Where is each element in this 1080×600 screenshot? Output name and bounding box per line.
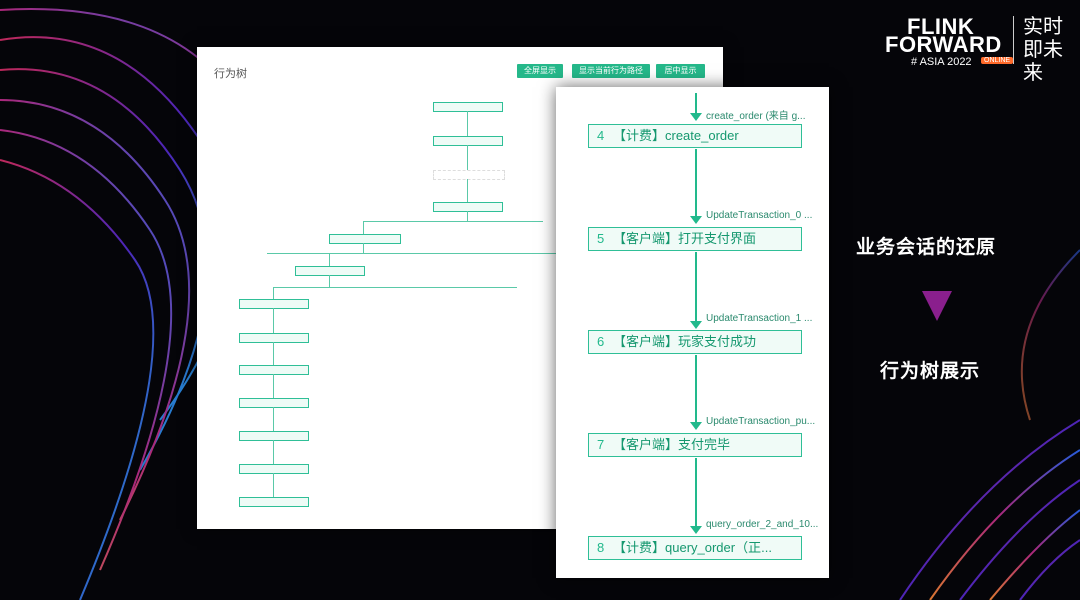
tree-node[interactable] [295, 266, 365, 276]
arrow-head-icon [690, 422, 702, 430]
tree-node[interactable] [239, 398, 309, 408]
path-node[interactable]: 8 【计费】query_order（正... [588, 536, 802, 560]
path-edge [695, 149, 697, 218]
edge-label: create_order (来自 g... [706, 111, 806, 122]
tree-edge [467, 179, 468, 204]
node-number: 5 [597, 231, 605, 246]
arrow-head-icon [690, 321, 702, 329]
logo-slogan: 实时即未来 [1023, 16, 1063, 84]
tree-node[interactable] [461, 365, 515, 373]
tree-edge [329, 275, 330, 287]
logo-divider [1013, 16, 1014, 64]
tree-edge [267, 253, 567, 254]
tree-edge [273, 440, 274, 464]
tree-node[interactable] [329, 234, 401, 244]
path-edge [695, 93, 697, 115]
tree-edge [363, 243, 364, 253]
node-label: 【客户端】支付完毕 [613, 437, 731, 452]
node-number: 4 [597, 128, 605, 143]
caption-tree-display: 行为树展示 [880, 361, 981, 382]
tree-edge [329, 253, 330, 266]
tree-node[interactable] [461, 431, 515, 439]
fullscreen-button[interactable]: 全屏显示 [517, 64, 563, 78]
edge-label: UpdateTransaction_pu... [706, 416, 816, 427]
path-node[interactable]: 4 【计费】create_order [588, 124, 802, 148]
tree-edge [363, 221, 364, 234]
edge-label: query_order_2_and_10... [706, 519, 819, 530]
down-triangle-icon [922, 291, 952, 321]
node-number: 7 [597, 437, 605, 452]
flink-forward-logo: FLINK FORWARD # ASIA 2022 ONLINE 实时即未来 [885, 10, 1070, 84]
tree-edge [273, 407, 274, 431]
tree-node[interactable] [433, 136, 503, 146]
tree-node[interactable] [239, 365, 309, 375]
tree-edge [467, 111, 468, 136]
logo-badge: ONLINE [981, 57, 1014, 64]
tree-node[interactable] [369, 266, 427, 274]
tree-node[interactable] [349, 299, 407, 307]
path-node[interactable]: 7 【客户端】支付完毕 [588, 433, 802, 457]
tree-node[interactable] [461, 266, 521, 274]
panel-title: 行为树 [214, 68, 247, 80]
path-node[interactable]: 5 【客户端】打开支付界面 [588, 227, 802, 251]
tree-node[interactable] [349, 333, 407, 341]
tree-node[interactable] [313, 365, 375, 373]
node-label: 【客户端】玩家支付成功 [613, 334, 757, 349]
node-label: 【计费】create_order [613, 128, 739, 143]
logo-line3: # ASIA 2022 [911, 56, 972, 68]
tree-node[interactable] [461, 398, 515, 406]
caption-session-restore: 业务会话的还原 [856, 237, 997, 258]
tree-edge [273, 342, 274, 365]
logo-line2: FORWARD [885, 32, 1002, 57]
node-label: 【客户端】打开支付界面 [613, 231, 757, 246]
path-edge [695, 355, 697, 424]
tree-node[interactable] [461, 299, 515, 307]
edge-label: UpdateTransaction_0 ... [706, 210, 813, 221]
node-number: 8 [597, 540, 605, 555]
tree-edge [273, 308, 274, 333]
behavior-tree-graph [197, 47, 723, 529]
tree-node[interactable] [239, 464, 309, 474]
tree-edge [273, 374, 274, 398]
tree-node[interactable] [387, 365, 449, 373]
edge-label: UpdateTransaction_1 ... [706, 313, 813, 324]
tree-node[interactable] [239, 333, 309, 343]
zoomed-path-panel: create_order (来自 g... 4【计费】create_order … [556, 87, 829, 578]
logo-line1: FLINK [907, 14, 975, 39]
tree-edge [273, 287, 274, 299]
show-current-path-button[interactable]: 显示当前行为路径 [572, 64, 650, 78]
tree-edge [467, 211, 468, 221]
arrow-head-icon [690, 216, 702, 224]
node-label: 【计费】query_order（正... [613, 540, 772, 555]
path-edge [695, 252, 697, 323]
tree-node[interactable] [239, 497, 309, 507]
tree-node[interactable] [433, 170, 505, 180]
tree-node[interactable] [433, 102, 503, 112]
tree-edge [363, 221, 543, 222]
arrow-head-icon [690, 526, 702, 534]
tree-edge [273, 287, 517, 288]
tree-edge [467, 145, 468, 170]
node-number: 6 [597, 334, 605, 349]
tree-node[interactable] [461, 333, 515, 341]
center-view-button[interactable]: 居中显示 [656, 64, 705, 78]
arrow-head-icon [690, 113, 702, 121]
tree-node[interactable] [239, 431, 309, 441]
path-edge [695, 458, 697, 528]
tree-edge [273, 473, 274, 497]
tree-node[interactable] [239, 299, 309, 309]
tree-node[interactable] [433, 202, 503, 212]
path-node[interactable]: 6 【客户端】玩家支付成功 [588, 330, 802, 354]
